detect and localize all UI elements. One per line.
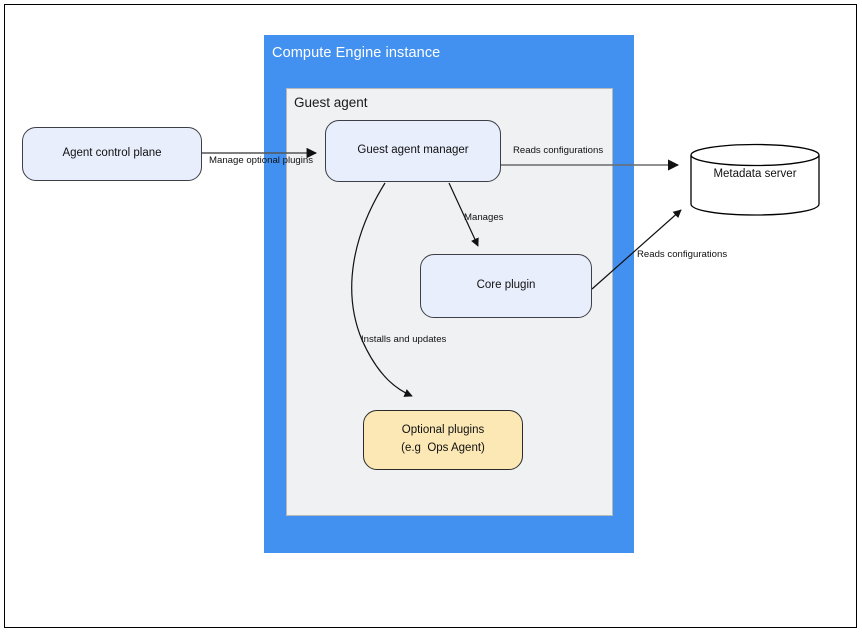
node-label-metadata-server: Metadata server: [713, 168, 797, 180]
node-metadata-server[interactable]: [690, 143, 820, 216]
node-label-guest-agent-manager: Guest agent manager: [357, 144, 469, 157]
node-agent-control-plane[interactable]: Agent control plane: [22, 127, 202, 181]
edge-label-reads-configurations-manager: Reads configurations: [513, 145, 604, 156]
edge-installs-and-updates: [351, 182, 413, 397]
container-label-compute-engine-instance: Compute Engine instance: [272, 45, 441, 61]
node-label-optional-plugins-line1: Optional plugins: [401, 424, 485, 437]
edge-manages: [448, 182, 479, 247]
node-label-optional-plugins-line2: (e.g Ops Agent): [401, 442, 485, 454]
cylinder-shape: [690, 143, 820, 216]
node-core-plugin[interactable]: Core plugin: [420, 254, 592, 318]
edge-reads-configurations-core: [591, 209, 682, 290]
edge-label-manage-optional-plugins: Manage optional plugins: [209, 155, 314, 166]
node-optional-plugins[interactable]: Optional plugins (e.g Ops Agent): [363, 410, 523, 470]
container-label-guest-agent: Guest agent: [294, 95, 368, 110]
edge-label-manages: Manages: [464, 212, 504, 223]
node-label-agent-control-plane: Agent control plane: [62, 147, 162, 160]
node-label-core-plugin: Core plugin: [476, 279, 536, 292]
edge-label-reads-configurations-core: Reads configurations: [637, 249, 728, 260]
image-border: [4, 4, 857, 628]
edge-label-installs-and-updates: Installs and updates: [361, 334, 447, 345]
node-guest-agent-manager[interactable]: Guest agent manager: [325, 120, 501, 182]
